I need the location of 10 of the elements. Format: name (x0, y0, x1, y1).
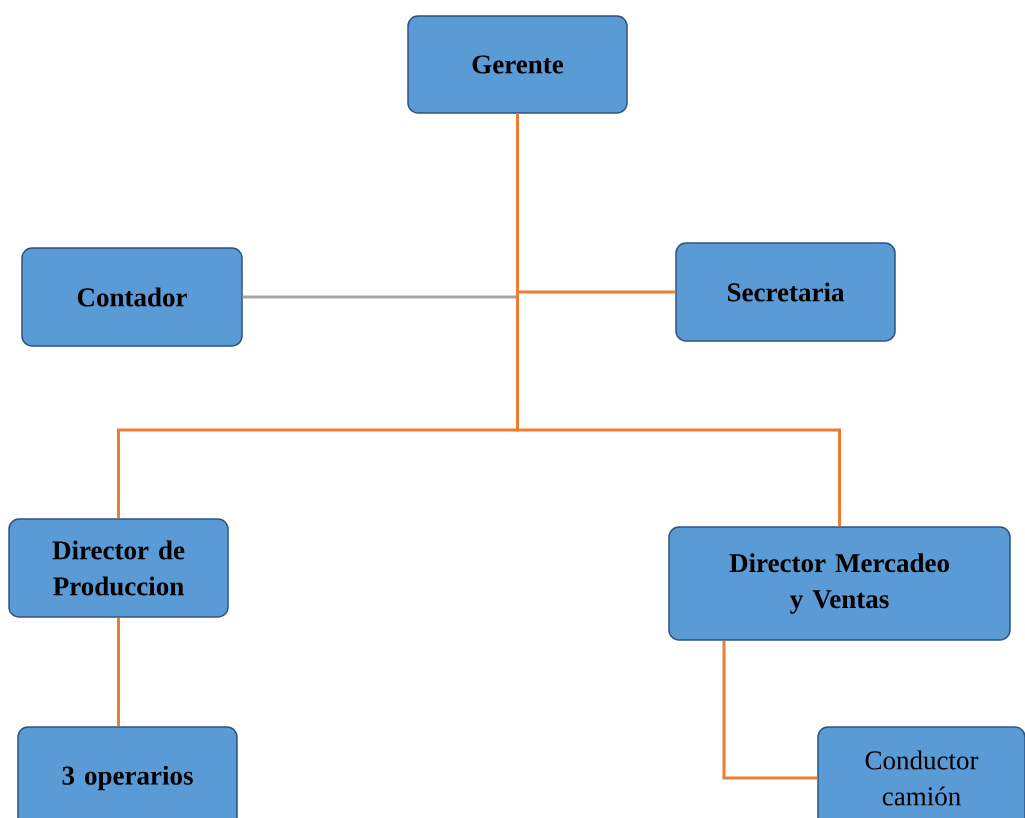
org-box: Director de Produccion (8, 518, 229, 618)
org-box: Secretaria (675, 242, 896, 342)
org-box: Contador (21, 247, 243, 347)
connector-line (117, 617, 120, 727)
connector-line (516, 113, 841, 527)
org-box: 3 operarios (17, 726, 238, 818)
org-box: Director Mercadeo y Ventas (668, 526, 1011, 641)
org-box: Conductor camión (817, 726, 1025, 818)
connector-line (722, 640, 818, 780)
org-box: Gerente (407, 15, 628, 114)
